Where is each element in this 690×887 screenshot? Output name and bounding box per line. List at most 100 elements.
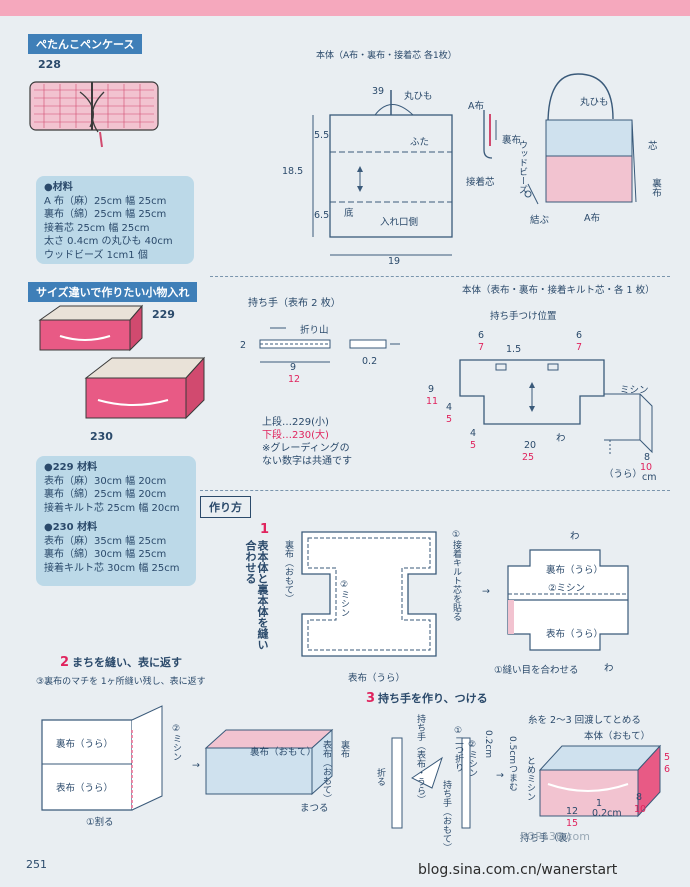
arrow: →	[482, 586, 490, 597]
s2-sew-label: ②ミシン	[171, 724, 181, 761]
label-a-fabric-2: A布	[584, 213, 600, 224]
dim-top: 5.5	[314, 130, 330, 141]
dim-width: 19	[388, 256, 401, 267]
label-inner: （うら）	[604, 469, 643, 480]
dim-right-6: 6	[576, 330, 583, 341]
dim-center-15: 1.5	[506, 344, 522, 355]
pouch-229-illustration	[38, 304, 144, 352]
label-cord: 丸ひも	[404, 91, 433, 102]
material-line: 接着キルト芯 30cm 幅 25cm	[44, 562, 180, 574]
label-lining: 裏布	[502, 135, 522, 146]
s1-lining-back: 裏布（うら）	[546, 565, 604, 576]
step-1-diagram	[301, 531, 437, 657]
dim-cm: cm	[642, 472, 657, 483]
material-line: 裏布（綿）25cm 幅 25cm	[44, 209, 167, 220]
s1-lining-label: 裏布（おもて）	[283, 540, 293, 603]
materials-title: ●材料	[44, 182, 73, 193]
materials-229-title: ●229 材料	[44, 462, 98, 473]
site-logo: POP136.com	[520, 830, 590, 843]
section-header-pencase: ぺたんこペンケース	[28, 34, 143, 54]
dim-height: 18.5	[282, 166, 304, 177]
label-opening: 入れ口側	[380, 217, 419, 228]
dim-h9: 9	[428, 384, 435, 395]
s2-hem-label: まつる	[300, 803, 329, 814]
s3-fold-label: 折る	[375, 768, 385, 786]
s3-n15: 15	[566, 818, 579, 829]
step-1-result-diagram	[507, 549, 629, 651]
materials-230-title: ●230 材料	[44, 522, 98, 533]
s1-outer-back: 表布（うら）	[546, 629, 604, 640]
label-wood-bead: ウッドビーズ	[517, 140, 527, 194]
material-line: ウッドビーズ 1cm1 個	[44, 249, 148, 261]
handle-seam: 0.2	[362, 356, 378, 367]
handle-position-label: 持ち手つけ位置	[490, 311, 557, 322]
section-header-pouch: サイズ違いで作りたい小物入れ	[28, 282, 198, 302]
top-band	[0, 0, 690, 16]
grading-note: 上段…229(小) 下段…230(大) ※グレーディングの ない数字は共通です	[262, 416, 352, 468]
s3-thread-label: 糸を 2〜3 回渡してとめる	[528, 715, 641, 726]
finished-pencase-illus	[524, 73, 637, 205]
material-line: 接着芯 25cm 幅 25cm	[44, 222, 150, 234]
s1-fold-bottom: わ	[604, 663, 614, 674]
dim-h11: 11	[426, 396, 439, 407]
item-number-228: 228	[38, 58, 61, 71]
handle-title: 持ち手（表布 2 枚）	[248, 298, 341, 309]
pouch-body-pattern	[459, 359, 605, 425]
step-2-note: ③裏布のマチを 1ヶ所縫い残し、表に返す	[36, 677, 206, 687]
s3-n5: 5	[664, 752, 671, 763]
s1-sew-2: ②ミシン	[548, 583, 586, 594]
dim-w25: 25	[522, 452, 535, 463]
s3-n8: 8	[636, 792, 643, 803]
label-flap: ふた	[410, 137, 430, 148]
s2-cut-label: ①割る	[86, 817, 114, 828]
pouch-230-illustration	[84, 356, 206, 420]
handle-width-230: 12	[288, 374, 301, 385]
dim-left-7: 7	[478, 342, 485, 353]
s1-match: ①縫い目を合わせる	[494, 665, 579, 676]
s3-fold2-label: ①二つ折り	[453, 726, 463, 772]
pencase-illustration	[29, 81, 159, 148]
dim-corner-5: 5	[446, 414, 453, 425]
s1-outer-label: 表布（うら）	[348, 673, 406, 684]
pencase-pattern-diagram	[312, 90, 453, 256]
s2-outer-front: 表布（おもて）	[321, 740, 331, 803]
s3-n10: 10	[634, 804, 647, 815]
s3-pinch-label: 0.5cmつまむ	[507, 736, 517, 792]
label-sew: ミシン	[620, 385, 649, 396]
step-3-result-diagram	[538, 744, 662, 818]
s3-sew-label: ②ミシン	[467, 740, 477, 777]
s3-handle-label: 持ち手（表布・うら）	[415, 714, 425, 804]
dim-w20: 20	[524, 440, 537, 451]
s3-n6: 6	[664, 764, 671, 775]
material-line: 裏布（綿）25cm 幅 20cm	[44, 489, 167, 500]
s1-sew-label: ②ミシン	[339, 580, 349, 617]
dim-bottom-4: 4	[470, 428, 477, 439]
s3-handle2-label: 持ち手（おもて）	[441, 780, 451, 852]
note-line: ※グレーディングの	[262, 443, 350, 454]
corner-seam-illus	[604, 393, 653, 456]
note-line-upper: 上段…229(小)	[262, 417, 329, 428]
dim-cord-length: 39	[372, 86, 385, 97]
pencase-diagram-title: 本体（A布・裏布・接着芯 各1枚）	[316, 51, 457, 61]
layer-cross-section	[483, 110, 497, 159]
s2-lining-front: 裏布（おもて）	[250, 747, 317, 758]
handle-fold-label: 折り山	[300, 325, 329, 336]
handle-width-229: 9	[290, 362, 297, 373]
material-line: 表布（麻）35cm 幅 25cm	[44, 535, 167, 547]
note-line-lower: 下段…230(大)	[262, 430, 329, 441]
item-number-230: 230	[90, 430, 113, 443]
label-lining-2: 裏布	[650, 178, 661, 197]
watermark: blog.sina.com.cn/wanerstart	[418, 862, 618, 878]
material-line: 太さ 0.4cm の丸ひも 40cm	[44, 236, 173, 247]
body-title: 本体（表布・裏布・接着キルト芯・各 1 枚）	[462, 285, 655, 296]
material-line: 裏布（綿）30cm 幅 25cm	[44, 549, 167, 560]
s3-n12: 12	[566, 806, 579, 817]
dim-bottom-5: 5	[470, 440, 477, 451]
pouch-materials-box: ●229 材料 表布（麻）30cm 幅 20cm 裏布（綿）25cm 幅 20c…	[36, 456, 196, 586]
dim-corner-4: 4	[446, 402, 453, 413]
s3-dim-label: 0.2cm	[483, 730, 493, 759]
handle-pattern	[259, 327, 400, 363]
s2-lining-3: 裏布	[339, 740, 349, 758]
